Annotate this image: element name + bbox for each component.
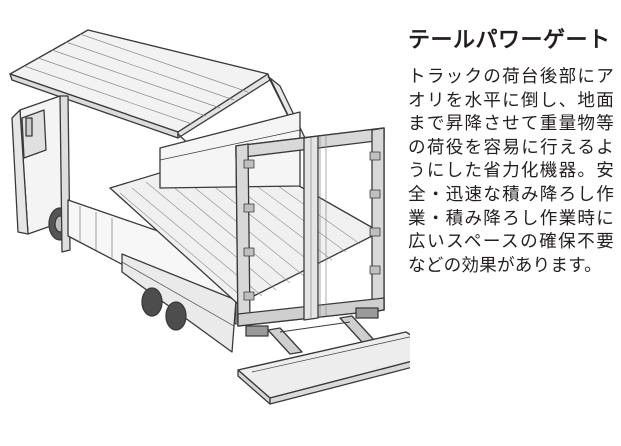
- description-panel: テールパワーゲート トラックの荷台後部にアオリを水平に倒し、地面まで昇降させて重…: [408, 22, 614, 278]
- cargo-far-wall: [159, 111, 301, 189]
- truck-drawing: [9, 29, 441, 405]
- truck-tail-power-gate-illustration: [9, 29, 441, 405]
- rear-door-frame: [235, 127, 385, 337]
- section-description: トラックの荷台後部にアオリを水平に倒し、地面まで昇降させて重量物等の荷役を容易に…: [408, 67, 614, 276]
- cargo-bed-side: [59, 95, 237, 353]
- tail-gate-platform: [237, 331, 441, 405]
- lift-mechanism: [267, 315, 375, 355]
- truck-cab: [11, 95, 72, 241]
- section-title: テールパワーゲート: [408, 28, 611, 53]
